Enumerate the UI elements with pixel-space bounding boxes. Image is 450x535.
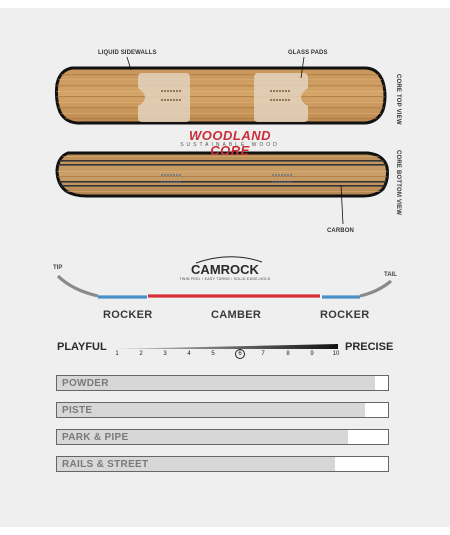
sidewalls-callout-line — [126, 56, 132, 71]
terrain-bar-fill — [57, 376, 375, 390]
camrock-swoosh — [195, 256, 263, 264]
carbon-callout-line — [340, 184, 344, 225]
glass-pads — [138, 73, 308, 122]
terrain-bar-rails-street: RAILS & STREET — [56, 456, 389, 472]
camrock-profile-diagram — [56, 256, 393, 299]
glass-pads-callout-line — [300, 56, 305, 79]
profile-name: CAMROCK — [191, 262, 259, 277]
bottom-board — [55, 151, 389, 225]
binding-inserts-bottom — [161, 174, 292, 183]
top-board — [54, 56, 387, 125]
terrain-bar-label: PISTE — [62, 405, 93, 416]
flex-tick: 4 — [187, 351, 191, 357]
terrain-bar-label: RAILS & STREET — [62, 459, 149, 470]
flex-right-label: PRECISE — [345, 341, 394, 353]
flex-left-label: PLAYFUL — [57, 341, 107, 353]
terrain-bar-fill — [57, 403, 365, 417]
terrain-bar-fill — [57, 457, 336, 471]
rocker-right-label: ROCKER — [320, 309, 370, 321]
tip-edge — [56, 274, 99, 298]
flex-tick: 10 — [332, 351, 340, 357]
liquid-sidewalls-label: LIQUID SIDEWALLS — [98, 50, 157, 56]
flex-tick: 1 — [115, 351, 119, 357]
flex-tick: 5 — [211, 351, 215, 357]
terrain-bar-fill — [57, 430, 349, 444]
tail-label: TAIL — [384, 272, 397, 278]
terrain-bar-park-pipe: PARK & PIPE — [56, 429, 389, 445]
glass-pads-label: GLASS PADS — [288, 50, 328, 56]
rocker-left-label: ROCKER — [103, 309, 153, 321]
carbon-label: CARBON — [327, 228, 354, 234]
core-subtitle: SUSTAINABLE WOOD — [180, 142, 280, 148]
flex-tick: 2 — [139, 351, 143, 357]
boards-illustration — [54, 56, 389, 225]
terrain-bar-powder: POWDER — [56, 375, 389, 391]
flex-tick: 7 — [261, 351, 265, 357]
tip-label: TIP — [53, 265, 63, 271]
flex-tick: 8 — [286, 351, 290, 357]
terrain-bar-piste: PISTE — [56, 402, 389, 418]
profile-tagline: TWIN FEEL / EASY TURNS / SOLID EDGE-HOLD — [179, 277, 271, 281]
tail-edge — [359, 279, 393, 298]
core-title: WOODLAND CORE — [189, 128, 271, 158]
flex-tick: 3 — [163, 351, 167, 357]
terrain-bar-label: PARK & PIPE — [62, 432, 129, 443]
flex-selected-ring — [235, 349, 245, 359]
flex-tick: 9 — [310, 351, 314, 357]
flex-wedge — [112, 344, 338, 349]
camber-label: CAMBER — [211, 309, 262, 321]
terrain-bar-label: POWDER — [62, 378, 109, 389]
binding-inserts-top — [161, 90, 290, 101]
